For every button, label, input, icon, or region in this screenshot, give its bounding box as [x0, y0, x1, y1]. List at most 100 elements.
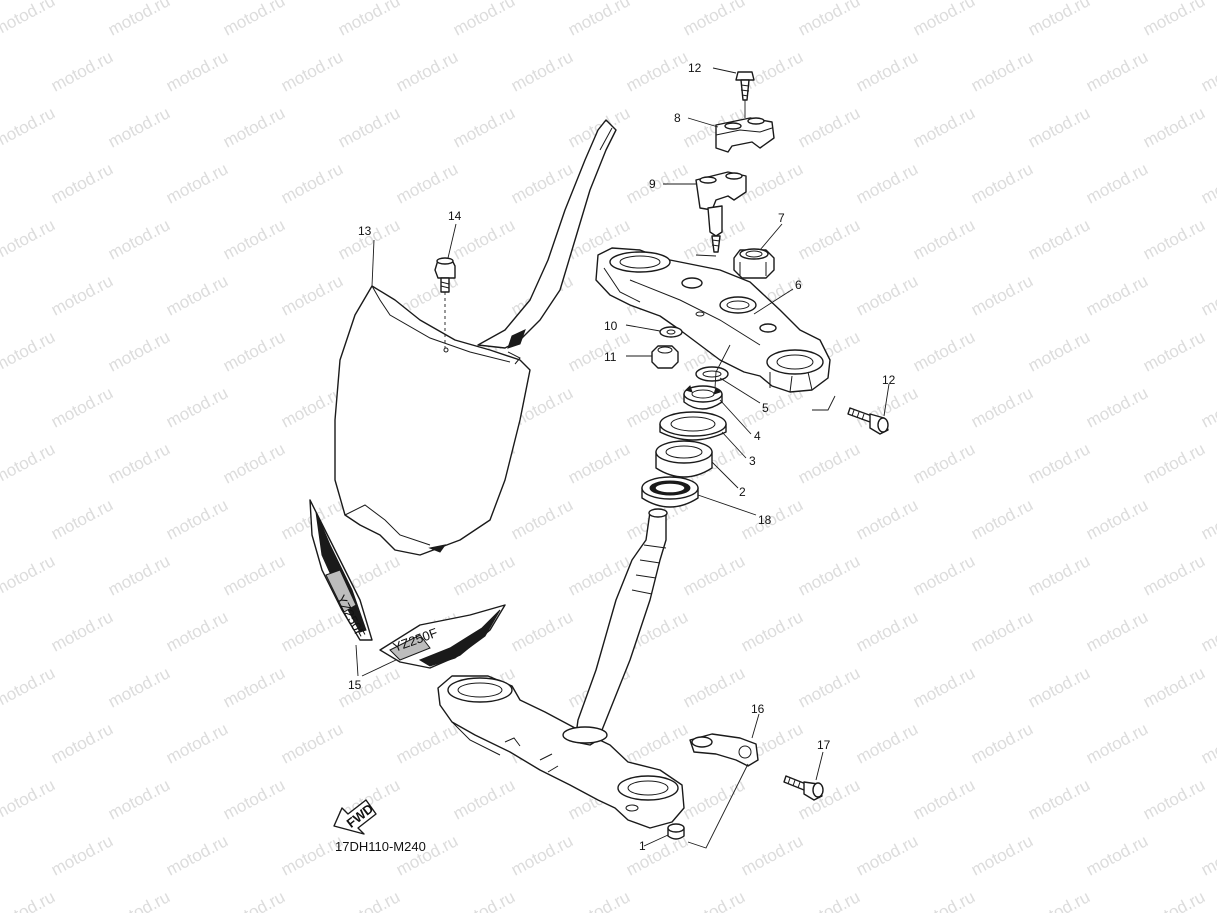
watermark-text: motod.ru — [450, 887, 518, 913]
watermark-text: motod.ru — [105, 551, 173, 599]
watermark-text: motod.ru — [795, 215, 863, 263]
callout-12-top: 12 — [688, 61, 702, 75]
watermark-text: motod.ru — [163, 383, 231, 431]
watermark-text: motod.ru — [853, 495, 921, 543]
watermark-text: motod.ru — [1025, 551, 1093, 599]
watermark-text: motod.ru — [0, 551, 58, 599]
watermark-text: motod.ru — [508, 47, 576, 95]
collar — [667, 823, 685, 840]
callout-16: 16 — [751, 702, 765, 716]
watermark-text: motod.ru — [795, 663, 863, 711]
watermark-text: motod.ru — [795, 103, 863, 151]
watermark-text: motod.ru — [968, 719, 1036, 767]
watermark-text: motod.ru — [968, 607, 1036, 655]
watermark-text: motod.ru — [1083, 831, 1151, 879]
watermark-text: motod.ru — [278, 271, 346, 319]
side-decal-right: YZ250F — [379, 604, 506, 669]
watermark-text: motod.ru — [393, 159, 461, 207]
watermark-text: motod.ru — [0, 719, 1, 767]
watermark-text: motod.ru — [1198, 383, 1217, 431]
watermark-text: motod.ru — [508, 495, 576, 543]
upper-bracket — [595, 247, 831, 393]
watermark-text: motod.ru — [738, 607, 806, 655]
watermark-text: motod.ru — [968, 495, 1036, 543]
watermark-text: motod.ru — [48, 47, 116, 95]
watermark-text: motod.ru — [968, 383, 1036, 431]
watermark-text: motod.ru — [1140, 215, 1208, 263]
watermark-text: motod.ru — [910, 887, 978, 913]
cap-nut — [733, 248, 775, 279]
watermark-text: motod.ru — [220, 0, 288, 40]
watermark-text: motod.ru — [220, 775, 288, 823]
ring-nut — [683, 385, 723, 410]
watermark-text: motod.ru — [1198, 159, 1217, 207]
watermark-text: motod.ru — [0, 0, 58, 40]
callout-3: 3 — [749, 454, 756, 468]
callout-7: 7 — [778, 211, 785, 225]
watermark-text: motod.ru — [105, 0, 173, 40]
watermark-text: motod.ru — [1140, 103, 1208, 151]
callout-15: 15 — [348, 678, 362, 692]
watermark-text: motod.ru — [910, 551, 978, 599]
watermark-text: motod.ru — [48, 831, 116, 879]
callout-8: 8 — [674, 111, 681, 125]
watermark-text: motod.ru — [1083, 495, 1151, 543]
watermark-text: motod.ru — [220, 887, 288, 913]
watermark-text: motod.ru — [1025, 103, 1093, 151]
watermark-text: motod.ru — [0, 327, 58, 375]
watermark-text: motod.ru — [335, 663, 403, 711]
watermark-text: motod.ru — [910, 215, 978, 263]
bearing-cover — [659, 411, 727, 441]
watermark-text: motod.ru — [163, 47, 231, 95]
washer-small — [659, 326, 683, 338]
watermark-text: motod.ru — [565, 327, 633, 375]
watermark-text: motod.ru — [1025, 775, 1093, 823]
watermark-text: motod.ru — [393, 719, 461, 767]
watermark-text: motod.ru — [738, 831, 806, 879]
watermark-text: motod.ru — [450, 103, 518, 151]
watermark-text: motod.ru — [48, 271, 116, 319]
clamp-bolt — [783, 775, 824, 801]
watermark-text: motod.ru — [1083, 719, 1151, 767]
watermark-text: motod.ru — [163, 607, 231, 655]
watermark-text: motod.ru — [105, 103, 173, 151]
watermark-text: motod.ru — [1198, 719, 1217, 767]
callout-1: 1 — [639, 839, 646, 853]
watermark-text: motod.ru — [0, 495, 1, 543]
watermark-text: motod.ru — [48, 383, 116, 431]
watermark-text: motod.ru — [0, 47, 1, 95]
watermark-text: motod.ru — [1083, 271, 1151, 319]
watermark-text: motod.ru — [968, 831, 1036, 879]
watermark-text: motod.ru — [795, 887, 863, 913]
watermark-text: motod.ru — [220, 663, 288, 711]
hose-clamp — [689, 733, 759, 767]
watermark-text: motod.ru — [1083, 159, 1151, 207]
watermark-text: motod.ru — [163, 831, 231, 879]
watermark-text: motod.ru — [450, 0, 518, 40]
watermark-text: motod.ru — [910, 0, 978, 40]
watermark-text: motod.ru — [680, 663, 748, 711]
watermark-text: motod.ru — [335, 215, 403, 263]
watermark-text: motod.ru — [163, 495, 231, 543]
watermark-text: motod.ru — [508, 159, 576, 207]
watermark-text: motod.ru — [910, 103, 978, 151]
oil-seal — [641, 476, 699, 508]
watermark-text: motod.ru — [623, 47, 691, 95]
watermark-text: motod.ru — [0, 215, 58, 263]
watermark-text: motod.ru — [680, 0, 748, 40]
watermark-text: motod.ru — [853, 47, 921, 95]
watermark-text: motod.ru — [335, 0, 403, 40]
watermark-text: motod.ru — [1140, 887, 1208, 913]
callout-18: 18 — [758, 513, 772, 527]
watermark-text: motod.ru — [853, 719, 921, 767]
watermark-text: motod.ru — [105, 215, 173, 263]
watermark-text: motod.ru — [508, 607, 576, 655]
callout-17: 17 — [817, 738, 831, 752]
callout-5: 5 — [762, 401, 769, 415]
watermark-text: motod.ru — [1025, 887, 1093, 913]
watermark-text: motod.ru — [1083, 607, 1151, 655]
watermark-text: motod.ru — [105, 327, 173, 375]
watermark-text: motod.ru — [1198, 831, 1217, 879]
number-plate — [334, 119, 617, 556]
watermark-text: motod.ru — [910, 775, 978, 823]
